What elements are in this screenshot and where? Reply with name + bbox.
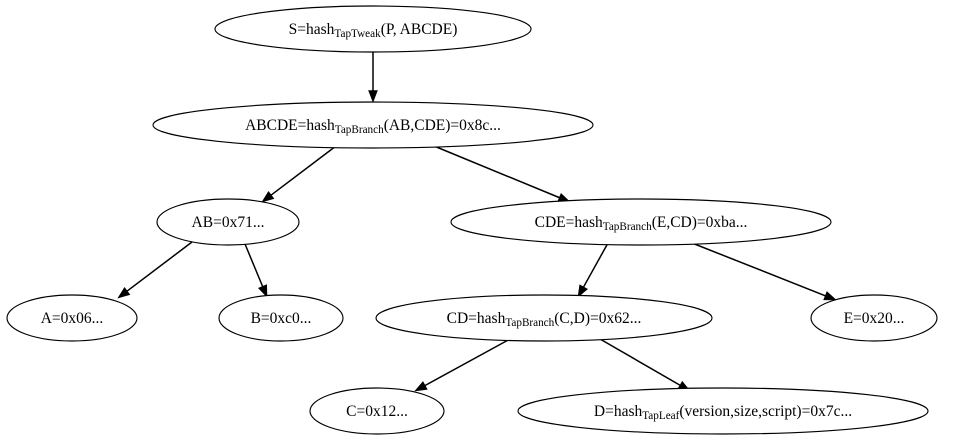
label-subscript: TapLeaf xyxy=(642,410,679,422)
edges-layer xyxy=(117,52,837,392)
label-prefix: D=hash xyxy=(594,403,643,420)
node-ellipse xyxy=(309,387,445,435)
node-ellipse xyxy=(450,198,832,246)
node-label: E=0x20... xyxy=(844,310,905,327)
label-prefix: B=0xc0... xyxy=(251,310,312,327)
arrowhead-icon xyxy=(577,284,588,298)
edge-line xyxy=(691,242,826,297)
node-ellipse xyxy=(6,294,138,342)
node-c[interactable]: C=0x12... xyxy=(309,387,445,435)
node-label: B=0xc0... xyxy=(251,310,312,327)
node-e[interactable]: E=0x20... xyxy=(810,294,938,342)
arrowhead-icon xyxy=(117,287,131,299)
label-suffix: (AB,CDE)=0x8c... xyxy=(384,117,501,134)
label-subscript: TapTweak xyxy=(334,28,381,40)
node-b[interactable]: B=0xc0... xyxy=(218,294,344,342)
label-prefix: E=0x20... xyxy=(844,310,905,327)
node-ellipse xyxy=(156,198,300,246)
label-prefix: AB=0x71... xyxy=(192,214,265,231)
arrowhead-icon xyxy=(368,90,378,103)
edge-s-to-abcde xyxy=(368,52,378,103)
label-prefix: CD=hash xyxy=(447,310,506,327)
node-ellipse xyxy=(218,294,344,342)
edge-line xyxy=(424,338,511,387)
node-ellipse xyxy=(517,387,929,435)
nodes-layer: S=hashTapTweak(P, ABCDE)ABCDE=hashTapBra… xyxy=(6,5,938,435)
edge-abcde-to-cde xyxy=(433,145,571,203)
label-suffix: (P, ABCDE) xyxy=(381,21,458,38)
node-ellipse xyxy=(214,5,532,53)
node-ellipse xyxy=(152,101,594,149)
edge-line xyxy=(244,243,264,287)
arrowhead-icon xyxy=(261,191,275,203)
edge-line xyxy=(599,338,681,386)
edge-cde-to-e xyxy=(691,242,837,301)
edge-abcde-to-ab xyxy=(261,145,337,203)
edge-ab-to-b xyxy=(244,243,268,298)
edge-line xyxy=(126,241,193,292)
label-subscript: TapBranch xyxy=(335,124,384,136)
arrowhead-icon xyxy=(414,381,428,392)
edge-cd-to-d xyxy=(599,338,691,392)
edge-line xyxy=(433,145,560,199)
node-cd[interactable]: CD=hashTapBranch(C,D)=0x62... xyxy=(375,294,713,342)
node-a[interactable]: A=0x06... xyxy=(6,294,138,342)
label-subscript: TapBranch xyxy=(603,221,652,233)
node-ellipse xyxy=(375,294,713,342)
label-suffix: (version,size,script)=0x7c... xyxy=(679,403,852,420)
node-cde[interactable]: CDE=hashTapBranch(E,CD)=0xba... xyxy=(450,198,832,246)
node-label: S=hashTapTweak(P, ABCDE) xyxy=(289,21,458,40)
label-prefix: A=0x06... xyxy=(41,310,104,327)
node-label: A=0x06... xyxy=(41,310,104,327)
label-prefix: CDE=hash xyxy=(535,214,603,231)
node-label: C=0x12... xyxy=(346,403,408,420)
label-prefix: S=hash xyxy=(289,21,335,38)
node-label: D=hashTapLeaf(version,size,script)=0x7c.… xyxy=(594,403,852,422)
label-prefix: C=0x12... xyxy=(346,403,408,420)
label-suffix: (E,CD)=0xba... xyxy=(652,214,748,231)
edge-cd-to-c xyxy=(414,338,511,392)
arrowhead-icon xyxy=(823,291,837,301)
node-label: ABCDE=hashTapBranch(AB,CDE)=0x8c... xyxy=(245,117,501,136)
node-d[interactable]: D=hashTapLeaf(version,size,script)=0x7c.… xyxy=(517,387,929,435)
label-prefix: ABCDE=hash xyxy=(245,117,335,134)
node-ellipse xyxy=(810,294,938,342)
node-label: AB=0x71... xyxy=(192,214,265,231)
label-subscript: TapBranch xyxy=(505,317,554,329)
node-ab[interactable]: AB=0x71... xyxy=(156,198,300,246)
label-suffix: (C,D)=0x62... xyxy=(554,310,641,327)
edge-line xyxy=(270,145,337,196)
node-label: CDE=hashTapBranch(E,CD)=0xba... xyxy=(535,214,748,233)
arrowhead-icon xyxy=(258,284,268,298)
edge-ab-to-a xyxy=(117,241,193,299)
node-abcde[interactable]: ABCDE=hashTapBranch(AB,CDE)=0x8c... xyxy=(152,101,594,149)
node-s[interactable]: S=hashTapTweak(P, ABCDE) xyxy=(214,5,532,53)
edge-line xyxy=(582,242,609,288)
node-label: CD=hashTapBranch(C,D)=0x62... xyxy=(447,310,642,329)
edge-cde-to-cd xyxy=(577,242,609,298)
